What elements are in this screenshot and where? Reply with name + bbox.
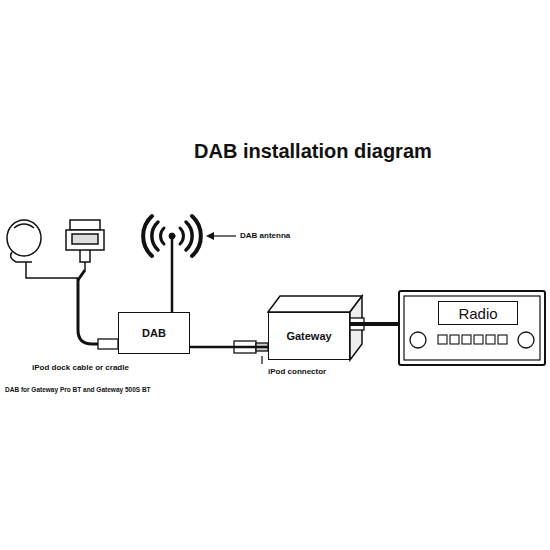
radio-display: Radio	[438, 301, 518, 325]
caption: DAB for Gateway Pro BT and Gateway 500S …	[5, 386, 151, 393]
dock-connector	[66, 220, 104, 270]
cable	[350, 322, 398, 326]
leader-arrow	[206, 232, 236, 240]
node-text: Radio	[458, 305, 497, 322]
cable	[190, 346, 268, 349]
gateway-module: Gateway	[268, 312, 350, 360]
cable-plug	[98, 339, 118, 349]
dock-cable	[78, 278, 100, 344]
node-text: DAB	[142, 327, 166, 339]
label: iPod dock cable or cradle	[32, 363, 129, 372]
dab-module: DAB	[118, 312, 190, 354]
gateway-top	[268, 296, 362, 312]
leader-line	[261, 356, 262, 364]
dab-antenna	[143, 216, 201, 312]
dock-cable	[78, 270, 85, 280]
node-text: Gateway	[286, 330, 331, 342]
title: DAB installation diagram	[194, 140, 432, 163]
label: iPod connector	[268, 367, 326, 376]
radio-unit: Radio	[398, 290, 546, 366]
label: DAB antenna	[240, 231, 290, 240]
